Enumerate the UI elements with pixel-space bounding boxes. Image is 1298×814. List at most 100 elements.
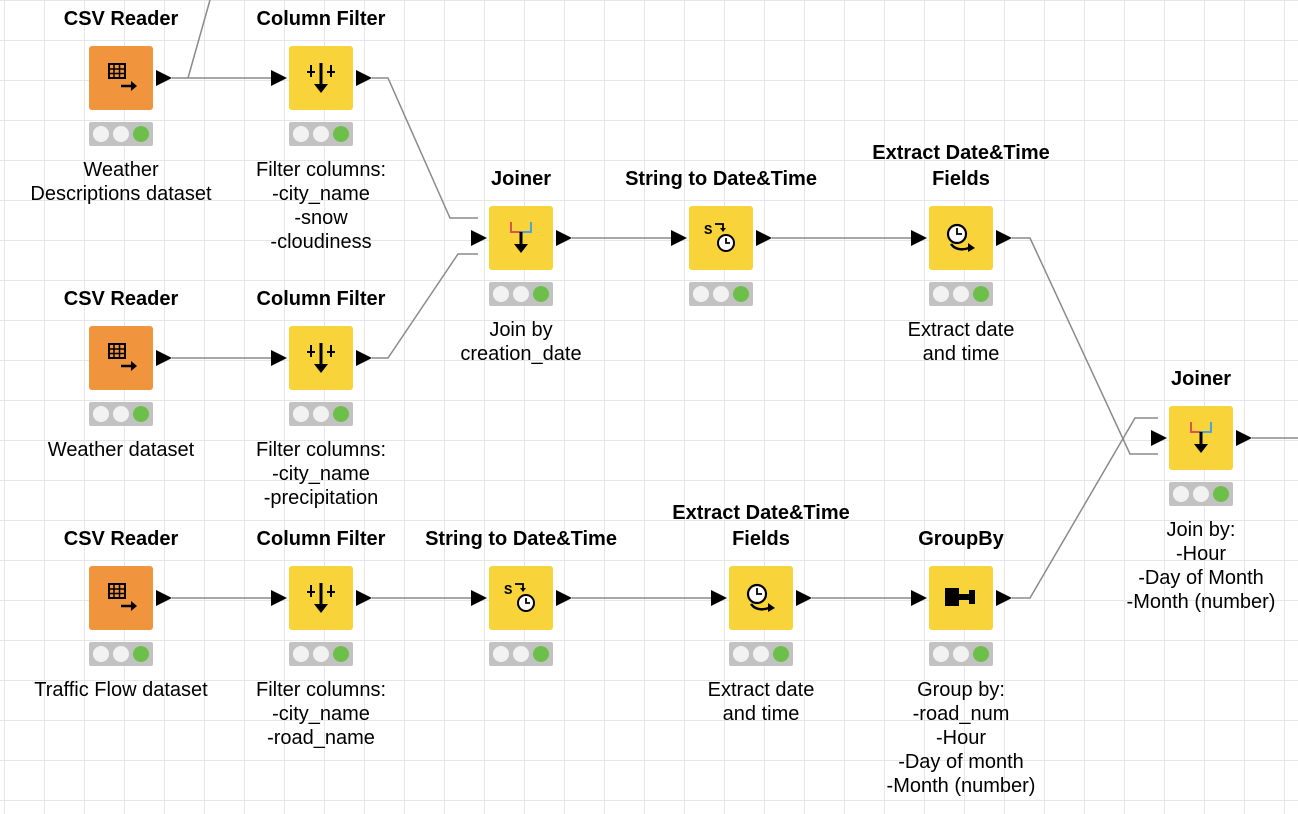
node-title: Column Filter bbox=[256, 528, 386, 550]
output-port[interactable] bbox=[556, 230, 572, 246]
input-port[interactable] bbox=[271, 70, 287, 86]
status-traffic-light bbox=[929, 642, 993, 666]
svg-text:S: S bbox=[504, 583, 512, 599]
output-port[interactable] bbox=[156, 350, 172, 366]
connection-wire[interactable] bbox=[372, 253, 478, 359]
connection-wire[interactable] bbox=[187, 0, 211, 79]
status-light bbox=[973, 286, 989, 302]
input-port[interactable] bbox=[271, 590, 287, 606]
status-light bbox=[933, 286, 949, 302]
output-port[interactable] bbox=[156, 590, 172, 606]
status-traffic-light bbox=[289, 402, 353, 426]
status-light bbox=[113, 646, 129, 662]
node-title: Joiner bbox=[490, 168, 552, 190]
status-traffic-light bbox=[489, 642, 553, 666]
node-description[interactable]: Filter columns: -city_name -snow -cloudi… bbox=[255, 159, 387, 253]
string-to-datetime-icon[interactable]: S bbox=[671, 206, 772, 270]
extract-datetime-icon[interactable] bbox=[911, 206, 1012, 270]
output-port[interactable] bbox=[356, 70, 372, 86]
node-title: CSV Reader bbox=[63, 288, 179, 310]
node-description[interactable]: Extract date and time bbox=[707, 679, 815, 725]
string-to-datetime-icon[interactable]: S bbox=[471, 566, 572, 630]
input-port[interactable] bbox=[711, 590, 727, 606]
column-filter-icon[interactable] bbox=[271, 566, 372, 630]
node-description[interactable]: Filter columns: -city_name -precipitatio… bbox=[255, 439, 387, 509]
input-port[interactable] bbox=[471, 590, 487, 606]
connection-wire[interactable] bbox=[1012, 237, 1158, 455]
input-port[interactable] bbox=[271, 350, 287, 366]
status-traffic-light bbox=[89, 642, 153, 666]
node-title: CSV Reader bbox=[63, 528, 179, 550]
status-light bbox=[693, 286, 709, 302]
status-light bbox=[333, 646, 349, 662]
status-light bbox=[1213, 486, 1229, 502]
node-description[interactable]: Group by: -road_num -Hour -Day of month … bbox=[886, 679, 1036, 797]
csv-reader-icon[interactable] bbox=[89, 46, 172, 110]
output-port[interactable] bbox=[1236, 430, 1252, 446]
groupby-icon[interactable] bbox=[911, 566, 1012, 630]
joiner-icon[interactable] bbox=[471, 206, 572, 270]
status-light bbox=[493, 286, 509, 302]
node-title: Joiner bbox=[1170, 368, 1232, 390]
status-light bbox=[533, 286, 549, 302]
status-light bbox=[1193, 486, 1209, 502]
svg-text:S: S bbox=[704, 223, 712, 239]
output-port[interactable] bbox=[356, 350, 372, 366]
status-light bbox=[953, 646, 969, 662]
output-port[interactable] bbox=[996, 230, 1012, 246]
node-description[interactable]: Weather Descriptions dataset bbox=[30, 159, 212, 205]
extract-datetime-icon[interactable] bbox=[711, 566, 812, 630]
status-light bbox=[113, 126, 129, 142]
node-title: Extract Date&Time Fields bbox=[872, 142, 1050, 190]
output-port[interactable] bbox=[756, 230, 772, 246]
input-port[interactable] bbox=[471, 230, 487, 246]
status-light bbox=[313, 406, 329, 422]
csv-reader-icon[interactable] bbox=[89, 566, 172, 630]
input-port[interactable] bbox=[911, 230, 927, 246]
status-light bbox=[313, 646, 329, 662]
output-port[interactable] bbox=[996, 590, 1012, 606]
status-traffic-light bbox=[89, 122, 153, 146]
node-description[interactable]: Join by: -Hour -Day of Month -Month (num… bbox=[1126, 519, 1276, 613]
input-port[interactable] bbox=[671, 230, 687, 246]
node-description[interactable]: Filter columns: -city_name -road_name bbox=[255, 679, 387, 749]
output-port[interactable] bbox=[796, 590, 812, 606]
column-filter-icon[interactable] bbox=[271, 46, 372, 110]
output-port[interactable] bbox=[556, 590, 572, 606]
node-description[interactable]: Traffic Flow dataset bbox=[34, 679, 208, 701]
status-light bbox=[293, 126, 309, 142]
status-light bbox=[93, 406, 109, 422]
csv-reader-icon[interactable] bbox=[89, 326, 172, 390]
node-description[interactable]: Join by creation_date bbox=[460, 319, 582, 365]
connection-wire[interactable] bbox=[372, 77, 478, 219]
joiner-icon[interactable] bbox=[1151, 406, 1252, 470]
column-filter-icon[interactable] bbox=[271, 326, 372, 390]
status-light bbox=[773, 646, 789, 662]
input-port[interactable] bbox=[911, 590, 927, 606]
input-port[interactable] bbox=[1151, 430, 1167, 446]
output-port[interactable] bbox=[156, 70, 172, 86]
connection-wire[interactable] bbox=[1012, 417, 1158, 599]
status-traffic-light bbox=[89, 402, 153, 426]
status-light bbox=[973, 646, 989, 662]
output-port[interactable] bbox=[356, 590, 372, 606]
status-traffic-light bbox=[689, 282, 753, 306]
node-description[interactable]: Weather dataset bbox=[47, 439, 195, 461]
node-description[interactable]: Extract date and time bbox=[907, 319, 1015, 365]
status-light bbox=[293, 646, 309, 662]
